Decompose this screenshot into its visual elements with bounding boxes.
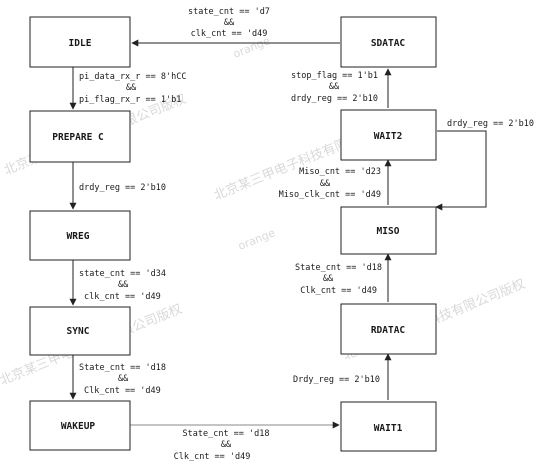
state-label-wait1: WAIT1	[374, 423, 403, 434]
condition-line: pi_flag_rx_r == 1'b1	[79, 95, 181, 105]
state-prepare-c: PREPARE C	[29, 110, 131, 163]
condition-line: state_cnt == 'd7	[188, 7, 270, 17]
condition-line: &&	[329, 82, 340, 92]
condition-line: drdy_reg == 2'b10	[291, 94, 378, 104]
state-label-wait2: WAIT2	[374, 131, 403, 142]
condition-line: &&	[320, 179, 331, 189]
condition-wait2-to-sdatac: stop_flag == 1'b1 && drdy_reg == 2'b10	[291, 71, 378, 104]
state-label-idle: IDLE	[69, 38, 92, 49]
state-box	[340, 16, 437, 68]
condition-line: &&	[221, 440, 232, 450]
state-wakeup: WAKEUP	[29, 400, 131, 451]
state-wreg: WREG	[29, 210, 131, 261]
condition-wait2-to-miso: drdy_reg == 2'b10	[447, 119, 534, 129]
state-box	[340, 303, 437, 355]
condition-line: State_cnt == 'd18	[295, 263, 382, 273]
condition-line: Clk_cnt == 'd49	[300, 286, 377, 296]
condition-rdatac-to-miso: State_cnt == 'd18 && Clk_cnt == 'd49	[295, 263, 382, 296]
state-miso: MISO	[340, 206, 437, 255]
state-idle: IDLE	[29, 16, 131, 68]
condition-line: drdy_reg == 2'b10	[79, 183, 166, 193]
state-rdatac: RDATAC	[340, 303, 437, 355]
state-sdatac: SDATAC	[340, 16, 437, 68]
state-box	[29, 210, 131, 261]
condition-line: &&	[323, 274, 334, 284]
edges	[69, 39, 487, 429]
edge-wait2-to-miso	[435, 130, 487, 211]
state-box	[340, 401, 437, 452]
state-label-rdatac: RDATAC	[371, 325, 406, 336]
state-sync: SYNC	[29, 306, 131, 356]
state-wait2: WAIT2	[340, 109, 437, 161]
state-wait1: WAIT1	[340, 401, 437, 452]
state-label-sync: SYNC	[67, 326, 90, 337]
condition-line: drdy_reg == 2'b10	[447, 119, 534, 129]
state-label-wakeup: WAKEUP	[61, 421, 96, 432]
state-box	[29, 306, 131, 356]
condition-line: State_cnt == 'd18	[79, 363, 166, 373]
state-box	[340, 206, 437, 255]
condition-line: Miso_clk_cnt == 'd49	[279, 190, 381, 200]
condition-idle-to-prepare: pi_data_rx_r == 8'hCC && pi_flag_rx_r ==…	[79, 72, 186, 105]
condition-line: &&	[118, 374, 129, 384]
state-label-wreg: WREG	[67, 231, 90, 242]
state-box	[29, 110, 131, 163]
state-label-miso: MISO	[377, 226, 400, 237]
condition-line: &&	[118, 280, 129, 290]
condition-line: &&	[126, 83, 137, 93]
condition-line: State_cnt == 'd18	[183, 429, 270, 439]
state-box	[340, 109, 437, 161]
condition-wakeup-to-wait1: State_cnt == 'd18 && Clk_cnt == 'd49	[174, 429, 270, 462]
condition-line: state_cnt == 'd34	[79, 269, 166, 279]
condition-sdatac-to-idle: state_cnt == 'd7 && clk_cnt == 'd49	[188, 7, 270, 39]
condition-line: stop_flag == 1'b1	[291, 71, 378, 81]
condition-line: Clk_cnt == 'd49	[84, 386, 161, 396]
condition-line: clk_cnt == 'd49	[84, 292, 161, 302]
condition-line: Drdy_reg == 2'b10	[293, 375, 380, 385]
condition-sync-to-wakeup: State_cnt == 'd18 && Clk_cnt == 'd49	[79, 363, 166, 396]
watermark-brand-2: orange	[236, 226, 277, 253]
condition-wreg-to-sync: state_cnt == 'd34 && clk_cnt == 'd49	[79, 269, 166, 302]
condition-line: Clk_cnt == 'd49	[174, 452, 251, 462]
condition-wait1-to-rdatac: Drdy_reg == 2'b10	[293, 375, 380, 385]
condition-miso-to-wait2: Miso_cnt == 'd23 && Miso_clk_cnt == 'd49	[279, 167, 381, 200]
condition-prepare-to-wreg: drdy_reg == 2'b10	[79, 183, 166, 193]
condition-line: pi_data_rx_r == 8'hCC	[79, 72, 186, 82]
state-box	[29, 400, 131, 451]
state-label-sdatac: SDATAC	[371, 38, 406, 49]
condition-line: &&	[224, 18, 235, 28]
state-box	[29, 16, 131, 68]
condition-line: clk_cnt == 'd49	[191, 29, 268, 39]
condition-line: Miso_cnt == 'd23	[299, 167, 381, 177]
state-label-prepare-c: PREPARE C	[52, 132, 104, 143]
